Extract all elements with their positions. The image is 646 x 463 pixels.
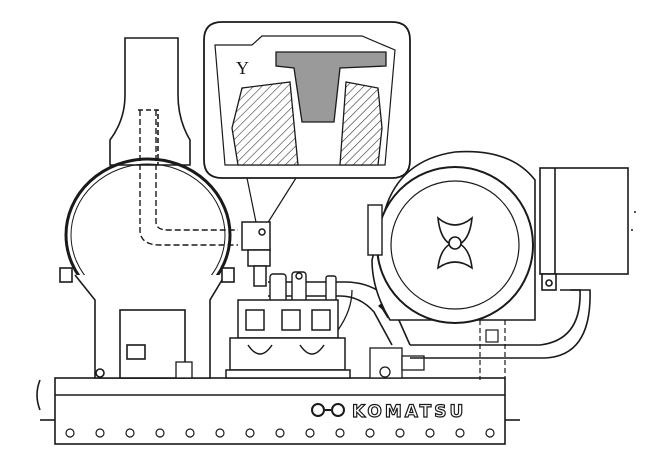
side-dots — [631, 211, 636, 231]
block-bolt-row — [65, 428, 495, 438]
exhaust-stack — [109, 37, 191, 166]
sensor-element-section — [275, 51, 387, 123]
wing-nut-icon — [437, 216, 473, 270]
brand-label: KOMATSU — [352, 402, 466, 422]
valve-fittings — [175, 289, 425, 379]
komatsu-emblem-icon — [311, 403, 345, 417]
muffler-support — [59, 267, 235, 379]
detail-label: Y — [236, 58, 249, 78]
komatsu-logo: KOMATSU — [311, 401, 466, 423]
section-hatch-left — [231, 81, 299, 166]
detail-y-callout: Y — [203, 21, 411, 179]
valve-housing — [225, 299, 351, 379]
section-hatch-right — [339, 81, 383, 166]
exhaust-sensor — [241, 221, 271, 287]
intake-duct — [410, 167, 629, 380]
